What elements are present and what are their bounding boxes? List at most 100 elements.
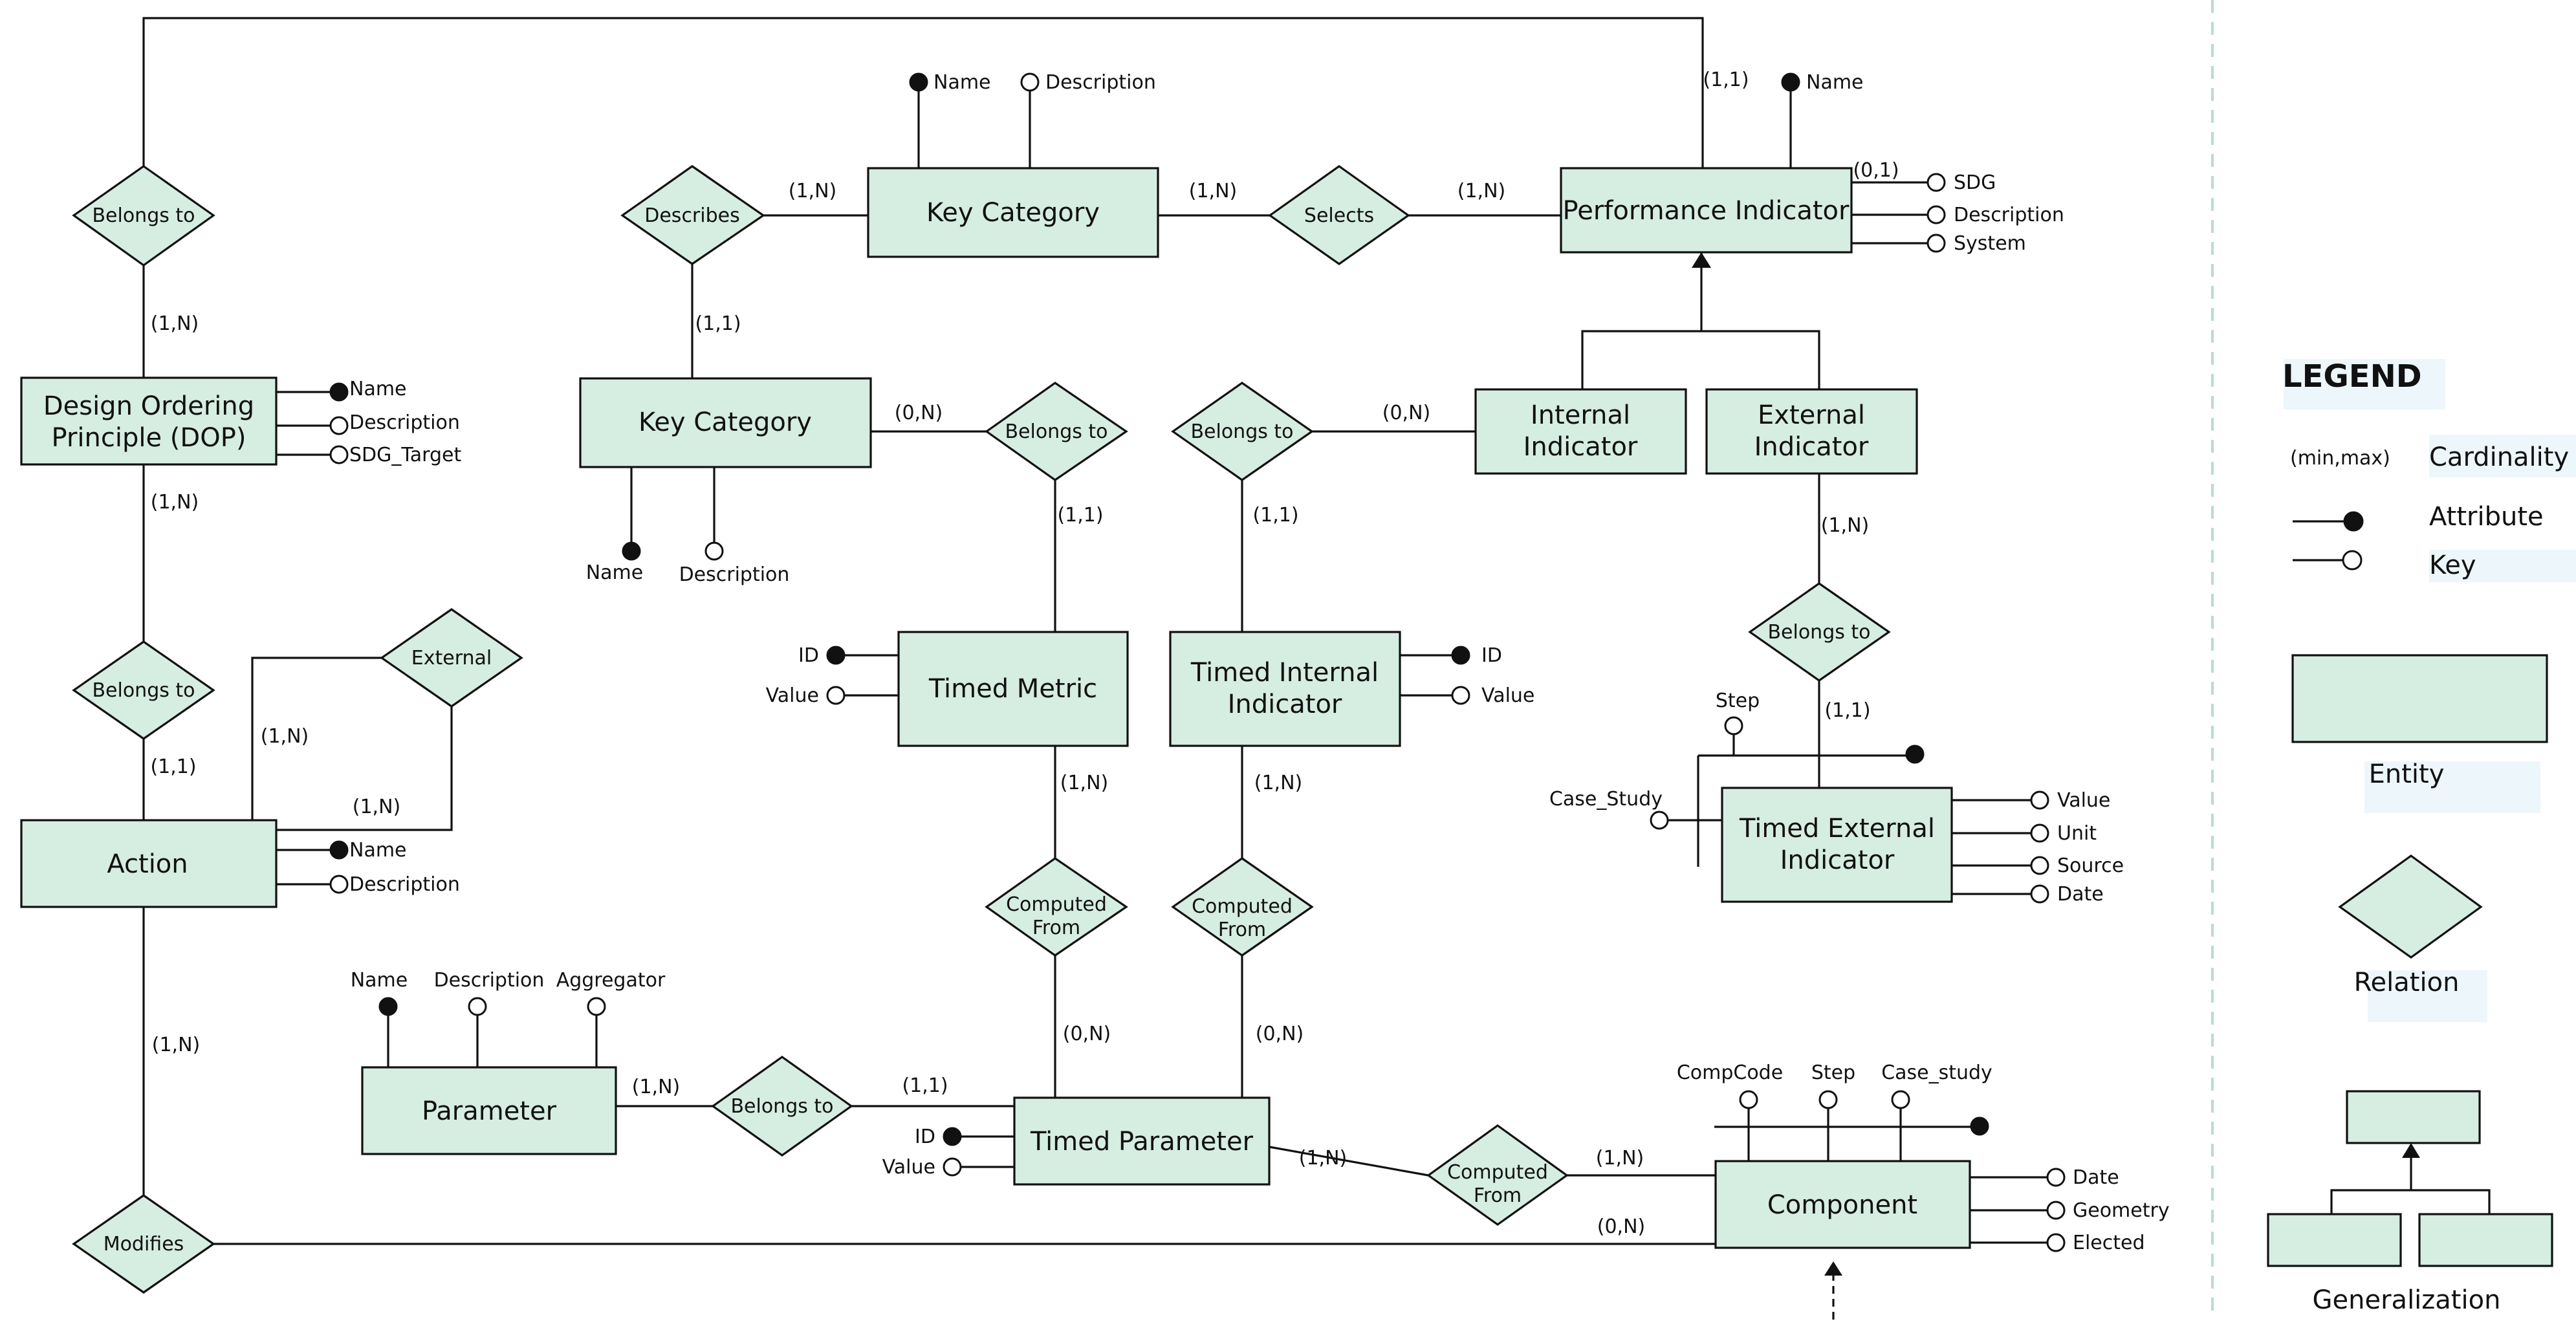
attr-value: Value bbox=[1481, 684, 1534, 707]
svg-text:Belongs to: Belongs to bbox=[92, 204, 195, 227]
svg-text:(1,1): (1,1) bbox=[150, 756, 196, 778]
relation-belongs-to-internal: Belongs to bbox=[1171, 382, 1314, 481]
svg-text:Belongs to: Belongs to bbox=[92, 679, 195, 702]
relation-belongs-to-key-category: Belongs to bbox=[985, 382, 1128, 481]
relation-belongs-to-external: Belongs to bbox=[1748, 582, 1891, 682]
svg-text:Indicator: Indicator bbox=[1780, 845, 1895, 875]
entity-key-category-mid: Key Category bbox=[579, 377, 872, 468]
svg-text:Describes: Describes bbox=[644, 204, 739, 227]
entity-parameter: Parameter bbox=[361, 1066, 617, 1155]
attribute-stems bbox=[276, 82, 2055, 1244]
legend-attribute: Attribute bbox=[2429, 502, 2544, 532]
svg-text:(0,N): (0,N) bbox=[1063, 1023, 1111, 1045]
relation-computed-from-metric: Computed From bbox=[985, 857, 1128, 957]
relation-modifies: Modifies bbox=[72, 1194, 215, 1294]
svg-text:External: External bbox=[1758, 400, 1865, 430]
relation-computed-from-component: Computed From bbox=[1426, 1124, 1569, 1226]
legend: LEGEND (min,max) Cardinality Attribute K… bbox=[2211, 0, 2576, 1320]
attr-name: Name bbox=[351, 969, 408, 992]
svg-text:Computed: Computed bbox=[1447, 1161, 1548, 1184]
cardinalities: (1,1) (0,1) (1,N) (1,N) (1,N) (1,N) (1,1… bbox=[150, 69, 1899, 1238]
legend-cardinality-symbol: (min,max) bbox=[2290, 447, 2390, 470]
attr-name: Name bbox=[349, 839, 407, 862]
attr-aggregator: Aggregator bbox=[556, 969, 666, 992]
svg-text:Belongs to: Belongs to bbox=[1190, 420, 1293, 443]
attr-value: Value bbox=[2057, 789, 2110, 812]
attr-id: ID bbox=[1481, 644, 1502, 667]
attr-description: Description bbox=[1045, 71, 1156, 94]
svg-text:Indicator: Indicator bbox=[1754, 432, 1869, 462]
svg-text:External: External bbox=[411, 647, 492, 670]
attr-description: Description bbox=[679, 563, 790, 586]
svg-text:(1,N): (1,N) bbox=[151, 312, 199, 335]
svg-text:From: From bbox=[1032, 917, 1080, 939]
svg-text:(1,N): (1,N) bbox=[1299, 1147, 1347, 1170]
legend-entity: Entity bbox=[2369, 759, 2445, 789]
svg-text:(1,N): (1,N) bbox=[1060, 772, 1108, 794]
attr-step: Step bbox=[1716, 690, 1760, 712]
svg-text:(0,1): (0,1) bbox=[1853, 159, 1899, 182]
svg-text:(1,N): (1,N) bbox=[1821, 514, 1869, 537]
svg-text:Timed Internal: Timed Internal bbox=[1190, 658, 1379, 688]
svg-text:From: From bbox=[1218, 919, 1266, 941]
attr-description: Description bbox=[349, 411, 460, 434]
entity-external-indicator: External Indicator bbox=[1705, 388, 1918, 475]
svg-text:(1,N): (1,N) bbox=[632, 1076, 680, 1098]
relation-belongs-to-action: Belongs to bbox=[72, 640, 215, 740]
relation-belongs-to-dop-top: Belongs to bbox=[72, 165, 215, 267]
attr-name: Name bbox=[586, 561, 644, 584]
attr-name: Name bbox=[1806, 71, 1864, 94]
svg-text:(1,N): (1,N) bbox=[261, 725, 309, 748]
attr-description: Description bbox=[434, 969, 545, 992]
attr-elected: Elected bbox=[2073, 1232, 2145, 1254]
attr-description: Description bbox=[349, 873, 460, 896]
svg-text:Timed Metric: Timed Metric bbox=[928, 674, 1097, 704]
entity-timed-parameter: Timed Parameter bbox=[1013, 1096, 1271, 1186]
entity-timed-internal-indicator: Timed Internal Indicator bbox=[1169, 631, 1401, 747]
entity-internal-indicator: Internal Indicator bbox=[1474, 388, 1687, 475]
entity-timed-external-indicator: Timed External Indicator bbox=[1721, 787, 1953, 903]
svg-text:(1,N): (1,N) bbox=[152, 1034, 200, 1056]
svg-text:Belongs to: Belongs to bbox=[1767, 621, 1870, 644]
svg-text:Indicator: Indicator bbox=[1228, 690, 1342, 719]
entity-key-category-top: Key Category bbox=[867, 167, 1159, 258]
attr-value: Value bbox=[882, 1156, 935, 1179]
connector-lines bbox=[142, 17, 1980, 1320]
attr-step: Step bbox=[1811, 1061, 1855, 1084]
svg-text:Timed External: Timed External bbox=[1739, 814, 1935, 844]
svg-text:Performance Indicator: Performance Indicator bbox=[1563, 196, 1850, 226]
svg-text:Principle (DOP): Principle (DOP) bbox=[52, 423, 246, 453]
svg-text:Selects: Selects bbox=[1304, 204, 1374, 227]
entity-action: Action bbox=[20, 819, 278, 908]
legend-relation: Relation bbox=[2354, 968, 2460, 997]
attr-date: Date bbox=[2057, 883, 2104, 906]
svg-text:Internal: Internal bbox=[1531, 400, 1630, 430]
svg-text:(0,N): (0,N) bbox=[1597, 1215, 1645, 1238]
attr-case-study: Case_study bbox=[1881, 1061, 1992, 1084]
attr-system: System bbox=[1954, 232, 2026, 255]
entity-component: Component bbox=[1714, 1160, 1971, 1249]
legend-key: Key bbox=[2429, 550, 2476, 580]
attr-date: Date bbox=[2073, 1166, 2119, 1189]
svg-text:(1,1): (1,1) bbox=[695, 312, 741, 335]
attr-geometry: Geometry bbox=[2073, 1199, 2170, 1222]
svg-text:(1,1): (1,1) bbox=[1703, 69, 1749, 91]
legend-cardinality: Cardinality bbox=[2429, 442, 2569, 472]
attr-id: ID bbox=[915, 1126, 935, 1148]
svg-text:(1,N): (1,N) bbox=[1189, 180, 1237, 202]
svg-text:(0,N): (0,N) bbox=[1256, 1023, 1304, 1045]
attr-sdg-target: SDG_Target bbox=[349, 444, 461, 466]
svg-text:Indicator: Indicator bbox=[1523, 432, 1638, 462]
relation-describes: Describes bbox=[620, 165, 765, 265]
entity-timed-metric: Timed Metric bbox=[897, 631, 1129, 747]
attr-name: Name bbox=[349, 378, 407, 400]
relation-computed-from-internal: Computed From bbox=[1171, 857, 1314, 957]
attr-source: Source bbox=[2057, 855, 2124, 877]
svg-text:(1,N): (1,N) bbox=[1596, 1147, 1644, 1170]
svg-text:Belongs to: Belongs to bbox=[730, 1095, 833, 1118]
legend-generalization: Generalization bbox=[2313, 1285, 2501, 1315]
svg-text:Key Category: Key Category bbox=[926, 198, 1100, 228]
attr-sdg: SDG bbox=[1954, 171, 1996, 194]
svg-text:(1,N): (1,N) bbox=[1254, 772, 1302, 794]
svg-text:Timed Parameter: Timed Parameter bbox=[1030, 1127, 1254, 1157]
